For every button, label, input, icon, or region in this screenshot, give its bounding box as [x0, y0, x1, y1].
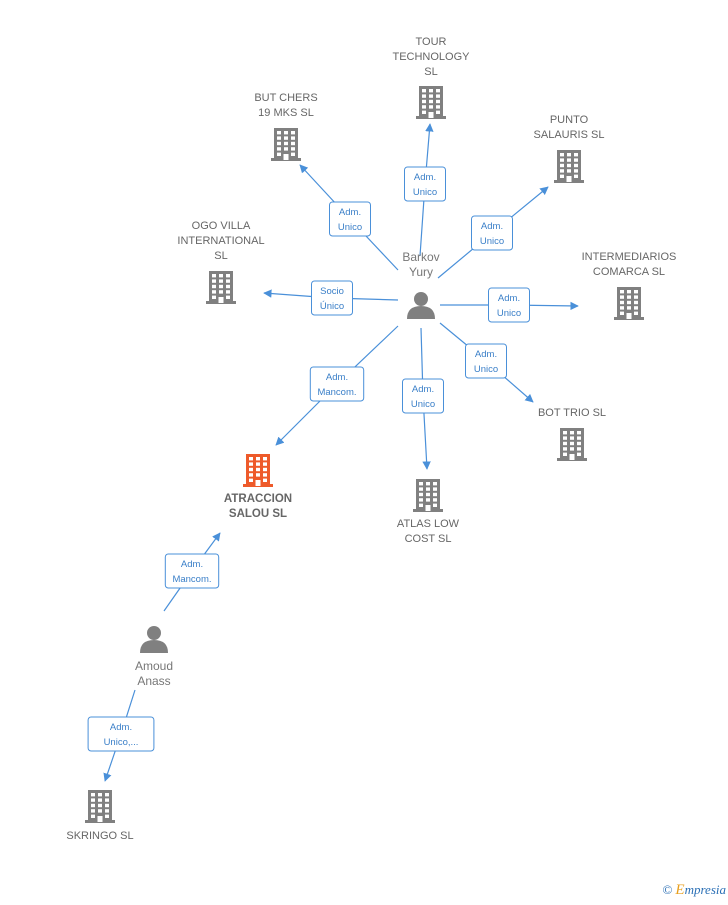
building-icon [614, 287, 644, 320]
edge-amoud-atraccion: Adm. Mancom. [163, 532, 221, 612]
edge-label-text: Unico,... [104, 737, 139, 748]
node-label: INTERNATIONAL [177, 235, 264, 247]
edge-label-text: Único [320, 301, 344, 312]
edge-label-box [488, 287, 530, 323]
empresia-watermark: ©Empresia [663, 882, 726, 899]
node-label: COMARCA SL [593, 266, 665, 278]
person-icon [140, 626, 168, 653]
building-icon [85, 790, 115, 823]
building-icon [271, 128, 301, 161]
edge-label-text: Mancom. [317, 387, 356, 398]
node-label: TECHNOLOGY [392, 51, 470, 63]
person-icon [407, 292, 435, 319]
edge-barkov-atlas: Adm. Unico [402, 327, 444, 470]
edge-label-box [404, 166, 446, 202]
node-label: SALAURIS SL [534, 129, 605, 141]
edge-label-box [309, 366, 365, 402]
tour-technology-node[interactable]: TOUR TECHNOLOGY SL [392, 36, 470, 119]
node-label: OGO VILLA [192, 220, 251, 232]
edge-label-text: Adm. [181, 559, 203, 570]
edge-label-text: Adm. [475, 349, 497, 360]
node-label: ATLAS LOW [397, 518, 460, 530]
edge-label-text: Adm. [481, 221, 503, 232]
edge-barkov-tour: Adm. Unico [404, 123, 446, 257]
bot-trio-node[interactable]: BOT TRIO SL [538, 407, 606, 461]
node-label: INTERMEDIARIOS [582, 251, 677, 263]
edge-label-text: Adm. [412, 384, 434, 395]
edge-label-text: Adm. [498, 293, 520, 304]
edge-label-box [402, 378, 444, 414]
edge-label-text: Adm. [414, 172, 436, 183]
intermediarios-comarca-node[interactable]: INTERMEDIARIOS COMARCA SL [582, 251, 677, 320]
building-icon [554, 150, 584, 183]
node-label: SL [214, 250, 227, 262]
node-label: TOUR [416, 36, 447, 48]
edge-barkov-bottrio: Adm. Unico [439, 322, 534, 403]
copyright-symbol: © [662, 882, 673, 897]
ogo-villa-node[interactable]: OGO VILLA INTERNATIONAL SL [177, 220, 265, 304]
edge-label-box [465, 343, 507, 379]
but-chers-node[interactable]: BUT CHERS 19 MKS SL [254, 92, 318, 161]
node-label: ATRACCION [224, 493, 292, 505]
edge-barkov-punto: Adm. Unico [437, 186, 549, 279]
node-label: 19 MKS SL [258, 107, 314, 119]
building-icon [416, 86, 446, 119]
edge-label-text: Unico [413, 187, 437, 198]
node-label: Anass [137, 674, 170, 688]
node-label: Yury [409, 265, 433, 279]
building-icon [557, 428, 587, 461]
edge-label-text: Adm. [339, 207, 361, 218]
atraccion-salou-node[interactable]: ATRACCION SALOU SL [224, 454, 292, 520]
node-label: Amoud [135, 659, 173, 673]
edge-amoud-skringo: Adm. Unico,... [87, 689, 155, 782]
edge-barkov-butchers: Adm. Unico [299, 164, 399, 271]
edge-label-text: Adm. [326, 372, 348, 383]
edge-label-box [164, 553, 220, 589]
node-label: SKRINGO SL [66, 830, 133, 842]
edge-label-text: Mancom. [172, 574, 211, 585]
node-label: BOT TRIO SL [538, 407, 606, 419]
node-label: COST SL [405, 533, 452, 545]
edge-label-text: Unico [497, 308, 521, 319]
brand-initial: E [675, 882, 685, 898]
edge-label-text: Adm. [110, 722, 132, 733]
node-label: BUT CHERS [254, 92, 317, 104]
punto-salauris-node[interactable]: PUNTO SALAURIS SL [534, 114, 605, 183]
edge-label-text: Unico [474, 364, 498, 375]
brand-name: mpresia [684, 882, 726, 897]
atlas-low-cost-node[interactable]: ATLAS LOW COST SL [397, 479, 460, 545]
edge-label-box [471, 215, 513, 251]
edge-label-text: Unico [338, 222, 362, 233]
skringo-node[interactable]: SKRINGO SL [66, 790, 134, 842]
node-label: SL [424, 66, 437, 78]
node-label: Barkov [402, 250, 439, 264]
building-icon [413, 479, 443, 512]
building-icon [206, 271, 236, 304]
edge-label-text: Socio [320, 286, 344, 297]
edge-label-box [329, 201, 371, 237]
edge-label-box [311, 280, 353, 316]
edge-label-text: Unico [480, 236, 504, 247]
building-icon [243, 454, 273, 487]
edge-barkov-atraccion: Adm. Mancom. [275, 325, 399, 446]
node-label: SALOU SL [229, 508, 287, 520]
node-label: PUNTO [550, 114, 589, 126]
edge-label-text: Unico [411, 399, 435, 410]
edge-barkov-inter: Adm. Unico [440, 287, 579, 323]
edge-label-box [87, 716, 155, 752]
